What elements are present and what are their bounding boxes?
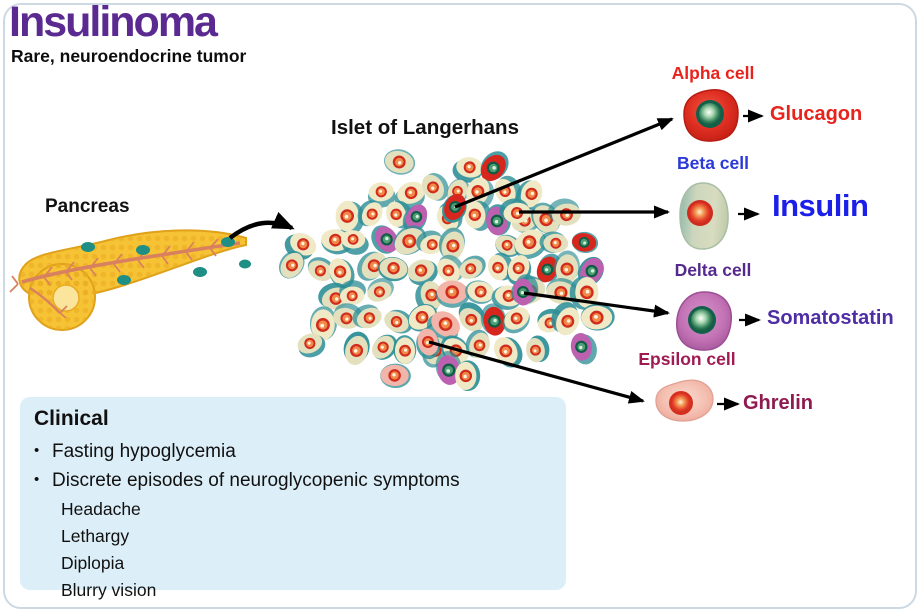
islet-of-langerhans-cluster [278,149,615,392]
clinical-heading: Clinical [34,407,109,430]
islet-of-langerhans-label: Islet of Langerhans [331,116,519,139]
clinical-bullet-text: Discrete episodes of neuroglycopenic sym… [52,470,460,492]
clinical-panel: Clinical • Fasting hypoglycemia • Discre… [20,397,566,600]
hormone-arrows [717,109,764,411]
sub-symptom: Headache [61,498,141,519]
sub-symptom: Blurry vision [61,580,157,601]
arrow-to-epsilon-cell [428,340,645,404]
page-subtitle: Rare, neuroendocrine tumor [11,46,247,66]
arrow-to-delta-cell [523,291,670,318]
delta-cell-label: Delta cell [674,260,752,280]
beta-cell-graphic [679,182,729,250]
sub-symptom: Diplopia [61,553,125,574]
beta-cell-label: Beta cell [677,153,749,173]
alpha-cell-label: Alpha cell [671,63,755,83]
clinical-bullet-text: Fasting hypoglycemia [52,441,236,462]
arrow-to-alpha-cell [454,117,674,209]
page-title: Insulinoma [9,0,218,46]
ghrelin-label: Ghrelin [743,392,814,414]
glucagon-label: Glucagon [770,103,863,125]
bullet-dot-icon: • [34,442,40,459]
alpha-cell-graphic [683,89,739,142]
clinical-bullet: • Discrete episodes of neuroglycopenic s… [34,466,552,495]
pointer-arrows [428,117,674,404]
clinical-bullet: • Fasting hypoglycemia [34,437,552,466]
epsilon-cell-graphic [655,379,714,422]
pancreas-to-islet-arrow [228,212,295,240]
pancreas-illustration [9,212,295,331]
somatostatin-label: Somatostatin [767,307,894,329]
pancreas-label: Pancreas [45,196,130,217]
insulin-label: Insulin [772,188,869,223]
pancreatic-duct [9,238,241,319]
bullet-dot-icon: • [34,471,40,489]
sub-symptom: Lethargy [61,526,130,546]
epsilon-cell-label: Epsilon cell [638,349,736,369]
delta-cell-graphic [676,291,732,351]
